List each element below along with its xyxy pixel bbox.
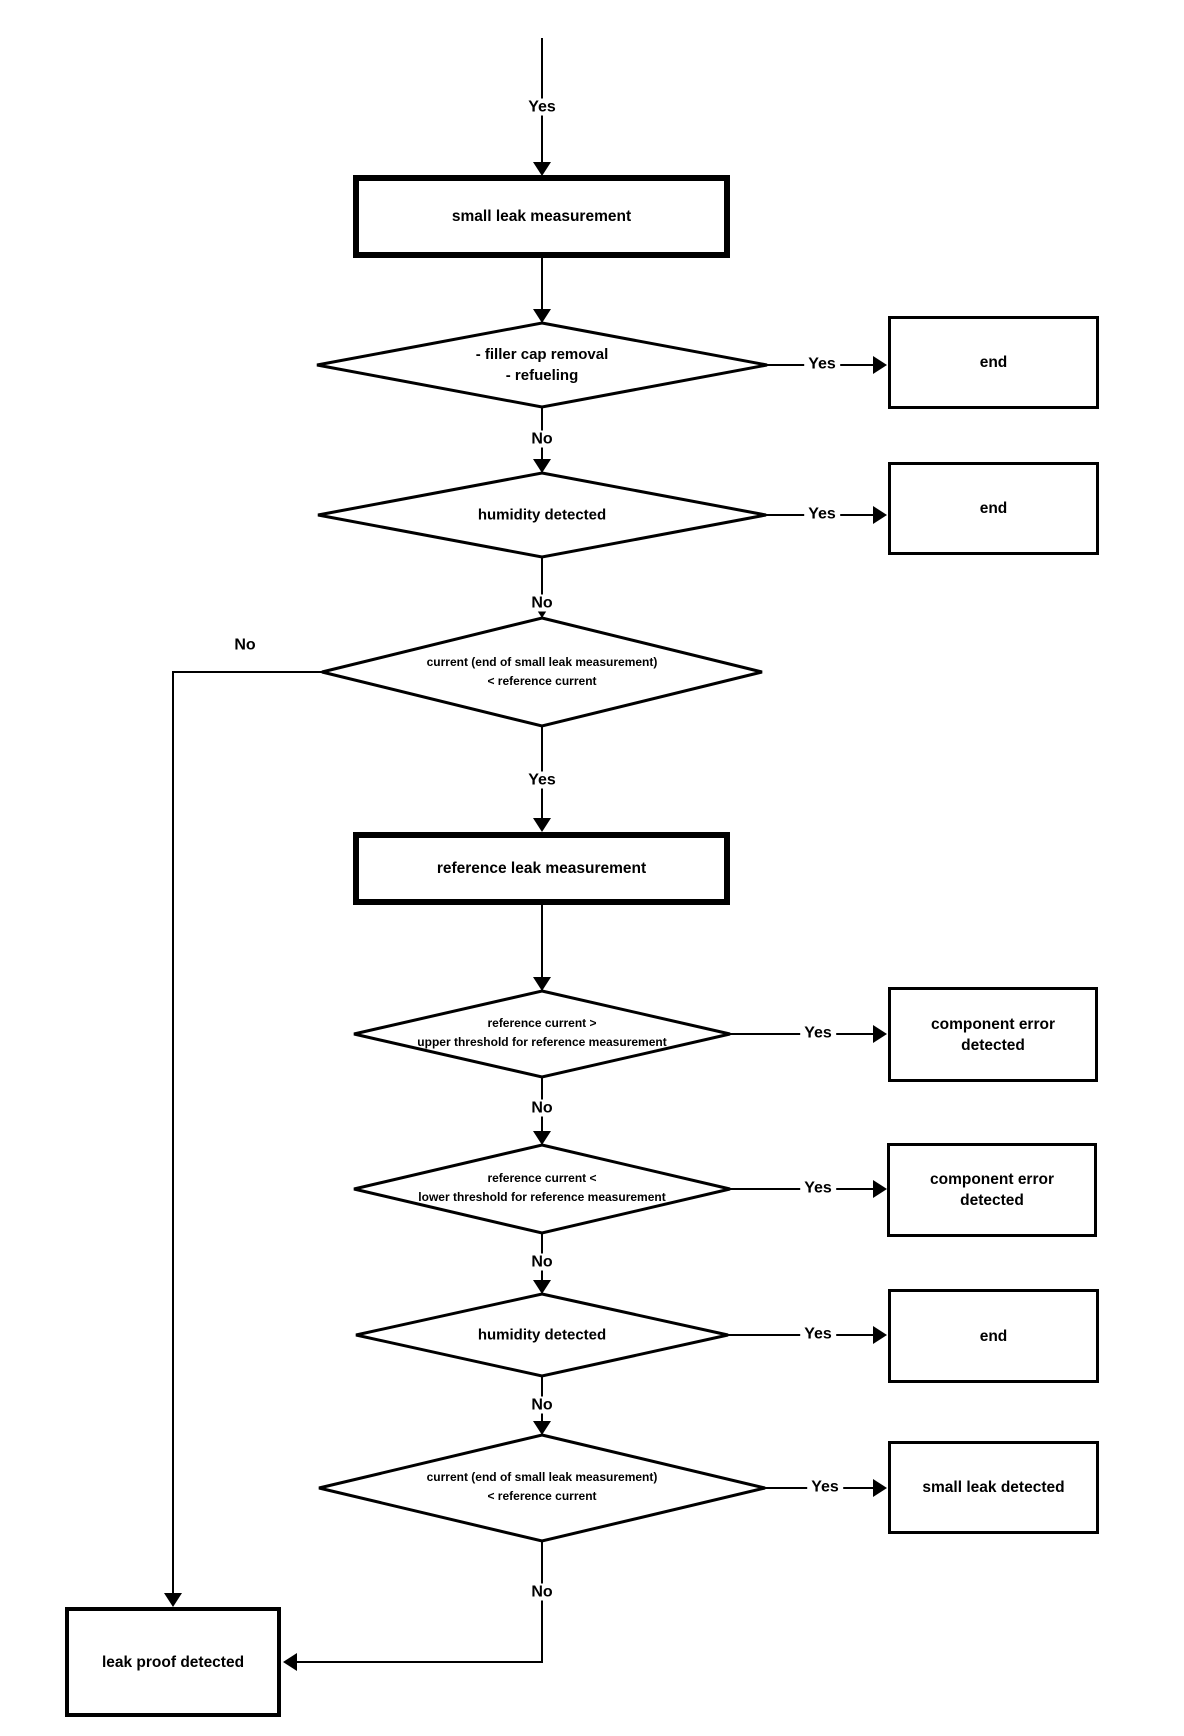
- edge-label-d6-yes: Yes: [800, 1325, 836, 1343]
- terminal-leak-proof-detected: leak proof detected: [65, 1607, 281, 1717]
- arrowhead-into-d2: [533, 459, 551, 473]
- terminal-small-leak-detected: small leak detected: [888, 1441, 1099, 1534]
- terminal-small-leak-detected-label: small leak detected: [922, 1479, 1065, 1496]
- component-error-1-line1: component error: [930, 1015, 1055, 1033]
- arrowhead-into-d1: [533, 309, 551, 323]
- decision-humidity-2-label: humidity detected: [478, 1325, 606, 1346]
- process-small-leak-measurement: small leak measurement: [353, 175, 730, 258]
- decision-current-lt-reference-1-label: current (end of small leak measurement) …: [427, 653, 658, 691]
- arrowhead-into-d5: [533, 1131, 551, 1145]
- terminal-end-3-label: end: [979, 1327, 1008, 1345]
- connector-d3-no-to-leak-proof: [172, 671, 322, 1594]
- decision-current-lt-reference-2: [318, 1433, 766, 1543]
- edge-label-d1-yes: Yes: [804, 355, 840, 373]
- edge-label-d5-yes: Yes: [800, 1179, 836, 1197]
- arrowhead-into-component-error1: [873, 1025, 887, 1043]
- edge-label-d3-yes: Yes: [524, 771, 560, 789]
- decision-current-lt-reference-1: [321, 616, 763, 728]
- terminal-leak-proof-detected-label: leak proof detected: [101, 1653, 245, 1671]
- arrowhead-into-d7: [533, 1421, 551, 1435]
- arrowhead-into-d4: [533, 977, 551, 991]
- terminal-end-2: end: [888, 462, 1099, 555]
- edge-label-d3-no: No: [230, 636, 260, 654]
- connector-d7-no-to-leak-proof: [295, 1541, 543, 1663]
- arrowhead-into-leak-proof-right: [283, 1653, 297, 1671]
- d2-line1: humidity detected: [477, 506, 607, 524]
- edge-label-d4-no: No: [527, 1099, 557, 1117]
- terminal-end-1-label: end: [979, 354, 1008, 371]
- arrowhead-into-reference-leak-box: [533, 818, 551, 832]
- edge-label-d2-yes: Yes: [804, 505, 840, 523]
- d4-line2: upper threshold for reference measuremen…: [417, 1035, 667, 1049]
- arrowhead-into-end1: [873, 356, 887, 374]
- decision-ref-current-lt-lower: [353, 1143, 731, 1235]
- terminal-end-1: end: [888, 316, 1099, 409]
- decision-filler-cap-refueling-label: - filler cap removal - refueling: [476, 344, 609, 386]
- arrowhead-into-small-leak-detected: [873, 1479, 887, 1497]
- decision-ref-current-gt-upper-label: reference current > upper threshold for …: [417, 1014, 666, 1052]
- d1-line1: - filler cap removal: [475, 346, 609, 363]
- terminal-component-error-2-label: component error detected: [930, 1169, 1054, 1211]
- decision-humidity-1: [317, 471, 767, 559]
- terminal-end-2-label: end: [979, 500, 1008, 517]
- terminal-component-error-2: component error detected: [887, 1143, 1097, 1237]
- terminal-component-error-1: component error detected: [888, 987, 1098, 1082]
- d5-line1: reference current <: [487, 1171, 597, 1185]
- process-reference-leak-measurement: reference leak measurement: [353, 832, 730, 905]
- d6-line1: humidity detected: [477, 1326, 607, 1344]
- arrowhead-into-small-leak-box: [533, 162, 551, 176]
- arrowhead-into-d6: [533, 1280, 551, 1294]
- process-reference-leak-measurement-label: reference leak measurement: [436, 860, 647, 877]
- decision-filler-cap-refueling: [316, 321, 768, 409]
- arrowhead-into-leak-proof-top: [164, 1593, 182, 1607]
- terminal-end-3: end: [888, 1289, 1099, 1383]
- component-error-2-line2: detected: [960, 1192, 1024, 1209]
- component-error-2-line1: component error: [929, 1171, 1054, 1188]
- edge-label-d4-yes: Yes: [800, 1024, 836, 1042]
- decision-humidity-2: [355, 1292, 729, 1378]
- edge-label-d7-yes: Yes: [807, 1478, 843, 1496]
- d7-line1: current (end of small leak measurement): [426, 1470, 658, 1484]
- edge-label-d6-no: No: [527, 1396, 557, 1414]
- decision-ref-current-gt-upper: [353, 989, 731, 1079]
- d5-line2: lower threshold for reference measuremen…: [418, 1190, 666, 1204]
- d3-line2: < reference current: [487, 674, 597, 688]
- edge-label-d1-no: No: [527, 430, 557, 448]
- edge-label-d2-no: No: [527, 594, 557, 612]
- d1-line2: - refueling: [505, 367, 579, 384]
- process-small-leak-measurement-label: small leak measurement: [451, 208, 632, 225]
- terminal-component-error-1-label: component error detected: [931, 1014, 1055, 1056]
- edge-label-d5-no: No: [527, 1253, 557, 1271]
- decision-ref-current-lt-lower-label: reference current < lower threshold for …: [418, 1169, 665, 1207]
- arrowhead-into-end3: [873, 1326, 887, 1344]
- d3-line1: current (end of small leak measurement): [426, 655, 658, 669]
- edge-label-start-yes: Yes: [524, 98, 560, 116]
- component-error-1-line2: detected: [961, 1036, 1025, 1054]
- d7-line2: < reference current: [487, 1489, 597, 1503]
- arrowhead-into-end2: [873, 506, 887, 524]
- edge-label-d7-no: No: [527, 1583, 557, 1601]
- arrowhead-into-component-error2: [873, 1180, 887, 1198]
- d4-line1: reference current >: [487, 1016, 597, 1030]
- decision-current-lt-reference-2-label: current (end of small leak measurement) …: [427, 1468, 658, 1506]
- decision-humidity-1-label: humidity detected: [478, 505, 606, 526]
